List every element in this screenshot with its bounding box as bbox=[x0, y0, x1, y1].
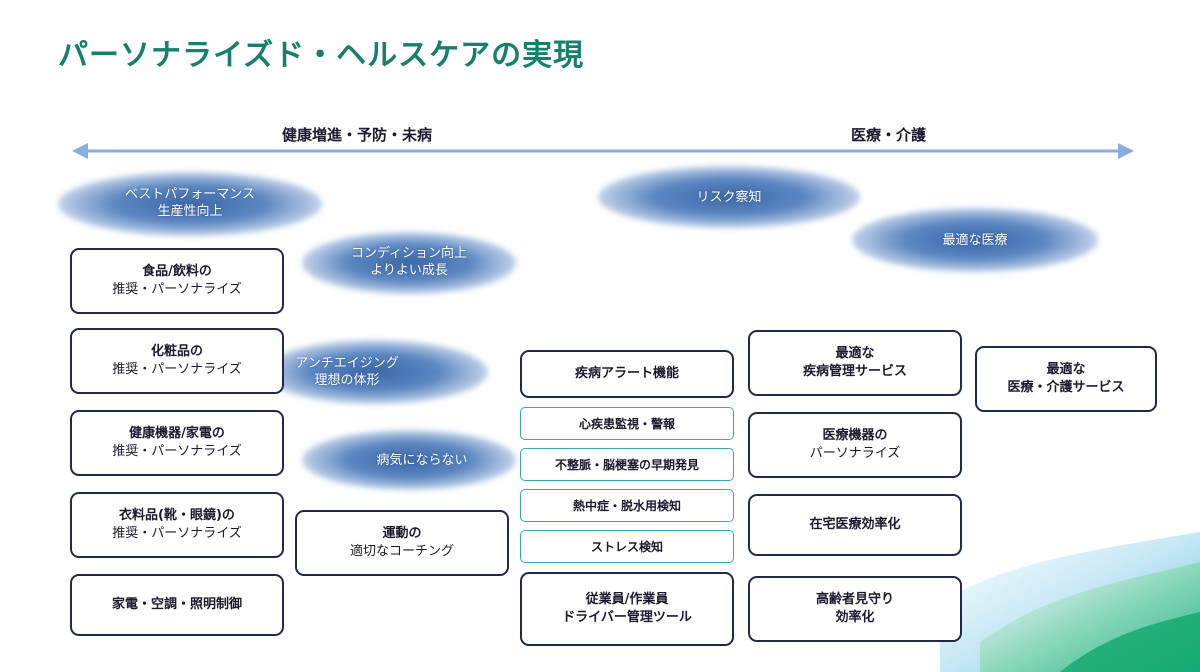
decorative-wave bbox=[940, 532, 1200, 672]
box-food-beverage: 食品/飲料の推奨・パーソナライズ bbox=[70, 248, 284, 314]
box-employee-management: 従業員/作業員ドライバー管理ツール bbox=[520, 572, 734, 646]
box-heatstroke: 熱中症・脱水用検知 bbox=[520, 489, 734, 522]
box-disease-alert: 疾病アラート機能 bbox=[520, 350, 734, 398]
blob-risk-detection-text: リスク察知 bbox=[696, 190, 762, 205]
blob-no-illness-text: 病気にならない bbox=[376, 453, 468, 468]
blob-best-performance-text: ベストパフォーマンス生産性向上 bbox=[124, 187, 255, 219]
page-title: パーソナライズド・ヘルスケアの実現 bbox=[58, 38, 585, 73]
box-clothing: 衣料品(靴・眼鏡)の推奨・パーソナライズ bbox=[70, 492, 284, 558]
blob-anti-aging-text: アンチエイジング理想の体形 bbox=[295, 356, 399, 388]
blob-condition bbox=[302, 232, 516, 294]
box-health-devices: 健康機器/家電の推奨・パーソナライズ bbox=[70, 410, 284, 476]
box-medical-device: 医療機器のパーソナライズ bbox=[748, 412, 962, 478]
blob-no-illness bbox=[302, 430, 516, 490]
box-disease-management: 最適な疾病管理サービス bbox=[748, 330, 962, 396]
box-home-care: 在宅医療効率化 bbox=[748, 494, 962, 556]
blob-anti-aging bbox=[262, 340, 488, 404]
box-medical-care-service: 最適な医療・介護サービス bbox=[975, 346, 1157, 412]
box-arrhythmia: 不整脈・脳梗塞の早期発見 bbox=[520, 448, 734, 481]
blob-optimal-medical bbox=[852, 208, 1098, 272]
axis-label-medical: 医療・介護 bbox=[851, 126, 927, 144]
blob-risk-detection bbox=[598, 166, 860, 228]
box-heart-monitor: 心疾患監視・警報 bbox=[520, 407, 734, 440]
blob-optimal-medical-text: 最適な医療 bbox=[942, 233, 1008, 248]
blob-best-performance bbox=[58, 172, 322, 236]
box-home-control: 家電・空調・照明制御 bbox=[70, 574, 284, 636]
box-exercise-coaching: 運動の適切なコーチング bbox=[295, 510, 509, 576]
axis-label-prevention: 健康増進・予防・未病 bbox=[282, 126, 433, 144]
blob-condition-text: コンディション向上よりよい成長 bbox=[350, 246, 468, 278]
box-elderly-watch: 高齢者見守り効率化 bbox=[748, 576, 962, 642]
box-cosmetics: 化粧品の推奨・パーソナライズ bbox=[70, 328, 284, 394]
box-stress: ストレス検知 bbox=[520, 530, 734, 563]
